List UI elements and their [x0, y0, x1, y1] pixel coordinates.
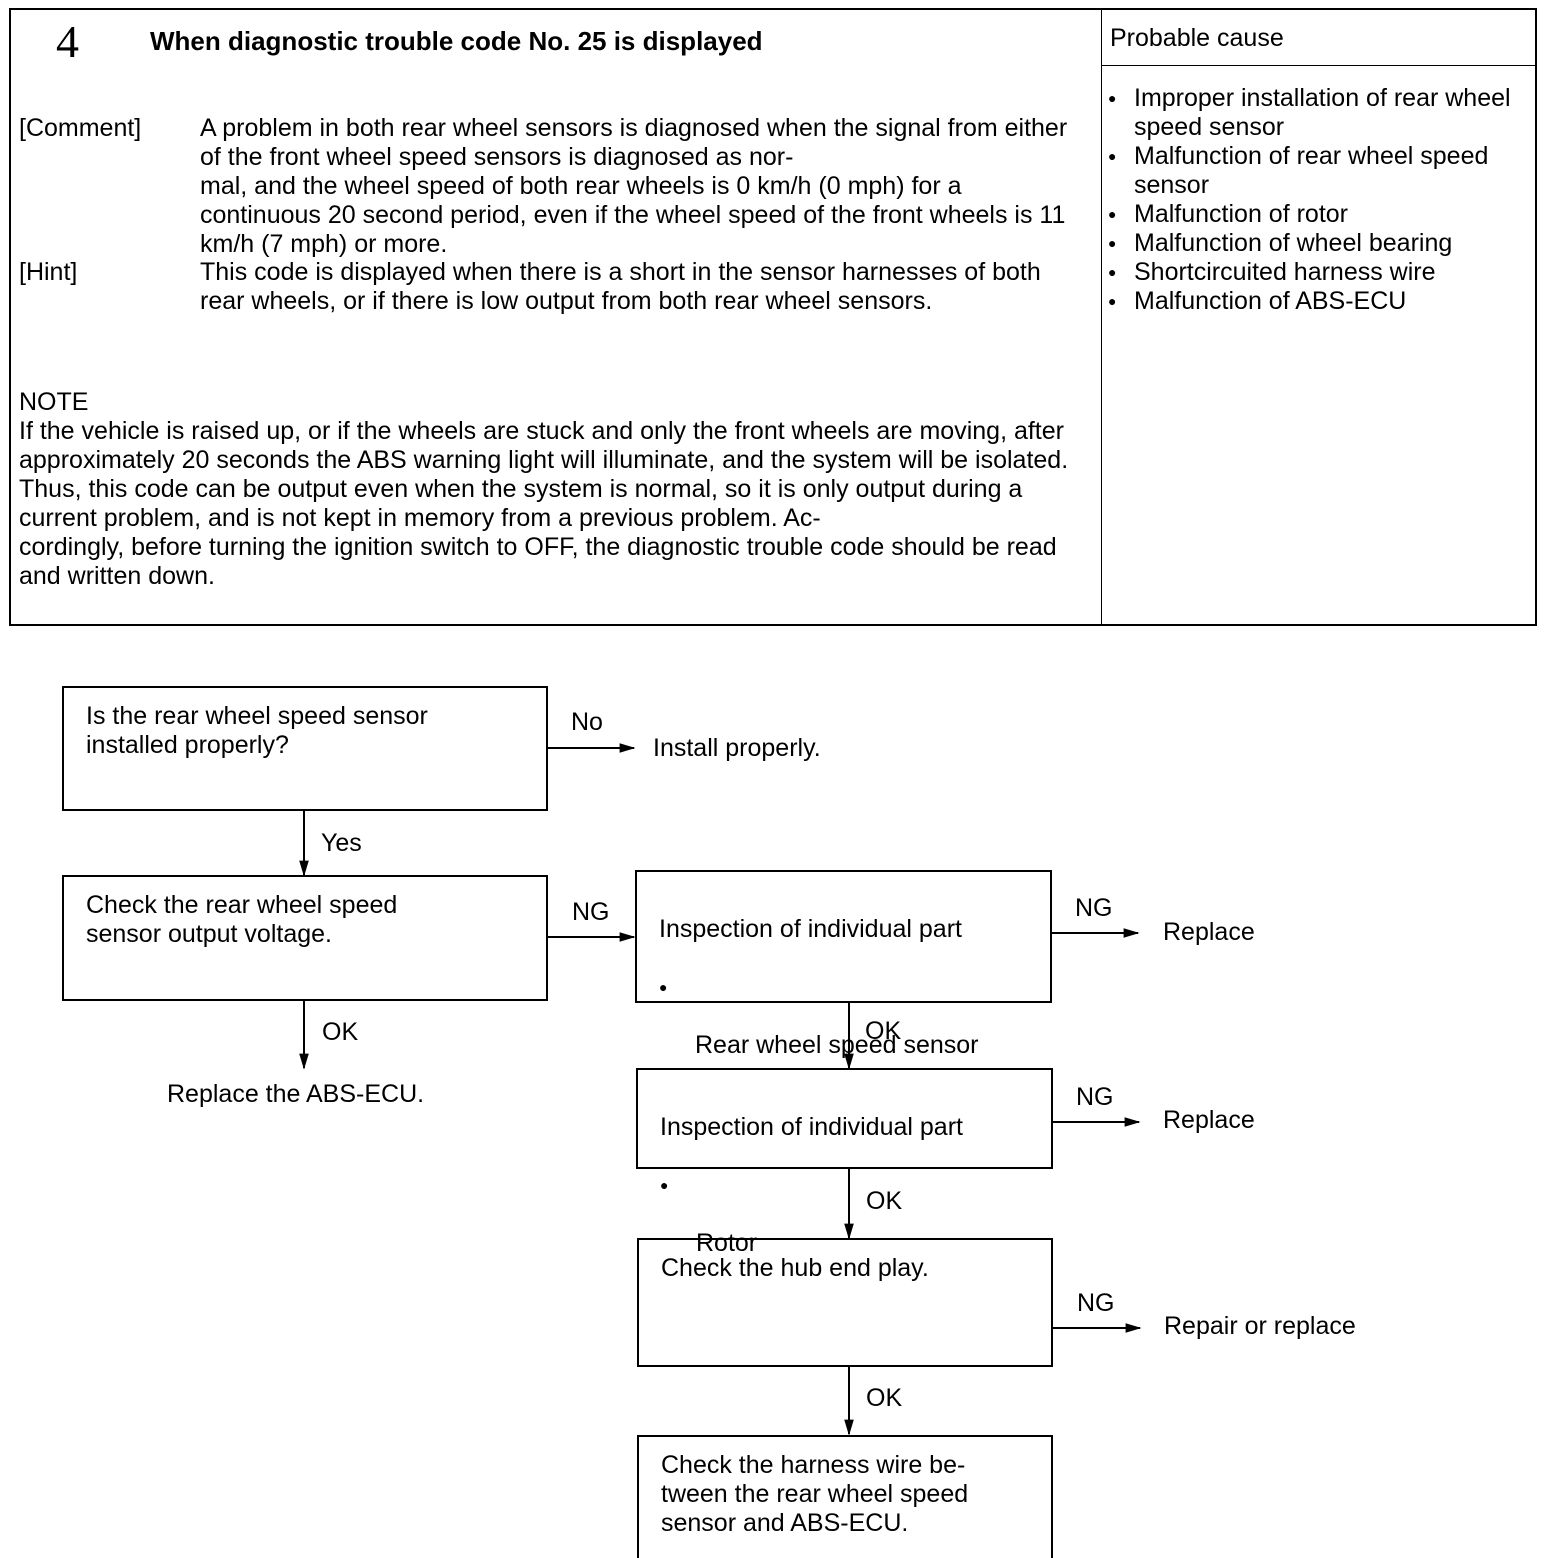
box-inspect-rear-sensor: Inspection of individual part ● Rear whe…: [635, 870, 1052, 1059]
label-no: No: [571, 708, 603, 736]
inspect-sensor-item: Rear wheel speed sensor: [695, 1031, 979, 1059]
action-replace-abs-ecu: Replace the ABS-ECU.: [167, 1080, 425, 1108]
note-label: NOTE: [19, 388, 89, 416]
cause-item: Malfunction of rotor: [1108, 200, 1533, 229]
section-number: 4: [56, 16, 79, 67]
bullet-icon: ●: [659, 979, 668, 995]
cause-item: Improper installation of rear wheel spee…: [1108, 84, 1533, 142]
inspect-rotor-item-row: ● Rotor: [660, 1171, 1029, 1258]
cause-item: Malfunction of wheel bearing: [1108, 229, 1533, 258]
box-check-harness-wire: Check the harness wire be- tween the rea…: [637, 1435, 1053, 1558]
label-ng: NG: [1076, 1083, 1114, 1111]
comment-label: [Comment]: [19, 114, 142, 142]
label-yes: Yes: [321, 829, 362, 857]
label-ok: OK: [866, 1384, 903, 1412]
bullet-icon: ●: [660, 1177, 669, 1193]
comment-text: A problem in both rear wheel sensors is …: [200, 114, 1068, 258]
box-inspect-rotor: Inspection of individual part ● Rotor: [636, 1068, 1053, 1257]
probable-cause-divider: [1101, 65, 1537, 66]
box-install-question: Is the rear wheel speed sensor installed…: [62, 686, 548, 811]
inspect-rotor-item: Rotor: [696, 1229, 758, 1257]
label-ok: OK: [322, 1018, 359, 1046]
probable-cause-list: Improper installation of rear wheel spee…: [1108, 84, 1533, 316]
action-replace-sensor: Replace: [1163, 918, 1255, 946]
box-check-output-voltage: Check the rear wheel speed sensor output…: [62, 875, 548, 1001]
cause-item: Malfunction of rear wheel speed sensor: [1108, 142, 1533, 200]
box-check-hub-end-play: Check the hub end play.: [637, 1238, 1053, 1367]
inspect-sensor-title: Inspection of individual part: [659, 915, 962, 943]
note-text: If the vehicle is raised up, or if the w…: [19, 417, 1069, 590]
label-ng: NG: [1077, 1289, 1115, 1317]
label-ng: NG: [1075, 894, 1113, 922]
cause-item: Shortcircuited harness wire: [1108, 258, 1533, 287]
label-ok: OK: [866, 1187, 903, 1215]
diagnostic-panel: [9, 8, 1537, 626]
hint-label: [Hint]: [19, 258, 78, 286]
action-replace-rotor: Replace: [1163, 1106, 1255, 1134]
hint-text: This code is displayed when there is a s…: [200, 258, 1041, 315]
label-ng: NG: [572, 898, 610, 926]
probable-cause-heading: Probable cause: [1110, 24, 1284, 52]
panel-column-divider: [1101, 8, 1102, 626]
inspect-rotor-title: Inspection of individual part: [660, 1113, 963, 1141]
action-install-properly: Install properly.: [653, 734, 821, 762]
action-repair-or-replace: Repair or replace: [1164, 1312, 1356, 1340]
inspect-sensor-item-row: ● Rear wheel speed sensor: [659, 973, 1028, 1060]
section-title: When diagnostic trouble code No. 25 is d…: [150, 26, 763, 56]
cause-item: Malfunction of ABS-ECU: [1108, 287, 1533, 316]
label-ok: OK: [865, 1017, 902, 1045]
